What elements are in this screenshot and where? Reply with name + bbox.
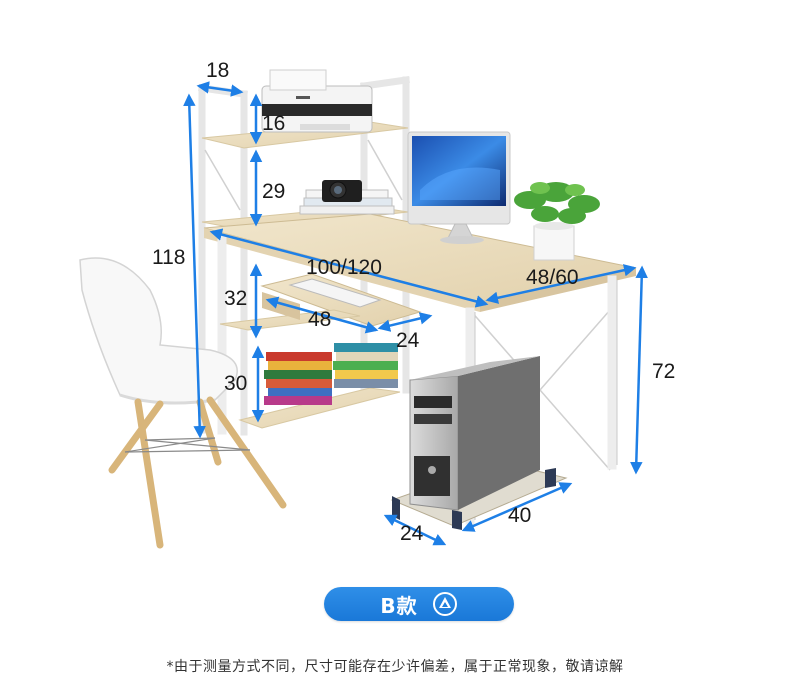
dimension-arrows [183,81,648,546]
arrow-cpu-width [461,482,573,532]
label-lower-gap-lower: 30 [224,372,247,395]
plant [514,182,600,261]
arrow-desk-depth [485,264,637,304]
label-cpu-depth: 24 [400,522,424,545]
dimension-labels: 18 16 29 118 100/120 48/60 32 48 24 30 7… [152,59,675,545]
chevron-up-circle-icon [432,592,457,616]
measurement-disclaimer: *由于测量方式不同，尺寸可能存在少许偏差，属于正常现象，敬请谅解 [166,659,624,675]
pc-tower [390,356,568,530]
label-total-height: 118 [152,246,185,269]
books-lower [264,343,398,405]
arrow-desk-width [209,228,489,308]
label-cpu-width: 40 [508,504,531,527]
monitor [407,131,511,244]
label-desk-width: 100/120 [306,256,382,279]
label-keyboard-width: 48 [308,308,331,331]
label-lower-gap-upper: 32 [224,287,247,310]
camera-and-books [299,180,395,215]
variant-b-button[interactable]: B款 [324,587,514,621]
arrow-shelf-width [196,81,244,97]
arrow-cpu-depth [383,514,447,546]
printer [261,69,373,133]
label-keyboard-depth: 24 [396,329,420,352]
arrow-total-height [183,93,206,439]
label-desk-height: 72 [652,360,675,383]
label-shelf-gap-mid: 29 [262,180,285,203]
chair [79,257,287,549]
arrow-keyboard-depth [377,312,433,332]
label-shelf-gap-top: 16 [262,112,285,135]
label-shelf-width: 18 [206,59,229,82]
label-desk-depth: 48/60 [526,266,579,289]
variant-label: B款 [380,593,418,618]
arrow-keyboard-width [265,296,379,334]
arrow-desk-height [630,265,648,475]
